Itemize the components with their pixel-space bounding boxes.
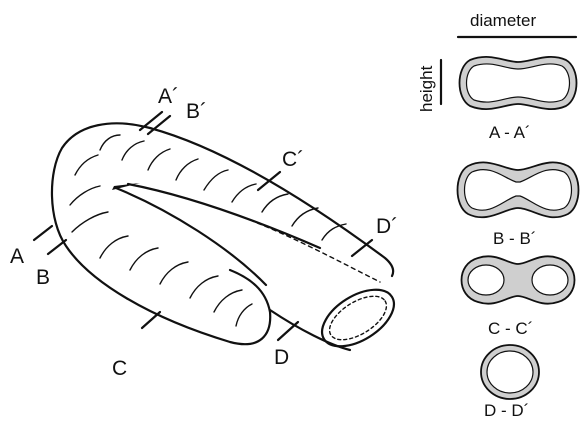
- mark-c-end: C´: [282, 148, 304, 171]
- section-c: [462, 256, 575, 303]
- section-b: [458, 162, 579, 217]
- mark-a-end: A´: [158, 85, 179, 108]
- section-d: [481, 345, 539, 399]
- mark-c-start: C: [112, 357, 127, 380]
- mark-a-start: A: [10, 245, 24, 268]
- caption-b: B - B´: [493, 229, 536, 248]
- rib-marks: [70, 135, 346, 326]
- height-label: height: [417, 65, 436, 112]
- lower-edge: [270, 310, 350, 350]
- mark-b-start: B: [36, 266, 50, 289]
- section-a: [460, 57, 577, 109]
- folded-tube-drawing: A´ B´ A B C´ C D´ D: [10, 85, 404, 380]
- mark-d-end: D´: [376, 215, 398, 238]
- tube-outline: [52, 123, 393, 344]
- open-end-inner: [322, 287, 393, 348]
- caption-a: A - A´: [489, 123, 531, 142]
- caption-d: D - D´: [484, 401, 529, 420]
- caption-c: C - C´: [488, 319, 533, 338]
- diameter-label: diameter: [470, 11, 536, 30]
- fold-line: [116, 188, 266, 285]
- cross-section-panel: diameter height A - A´ B - B´ C - C´ D -…: [417, 11, 579, 420]
- mark-d-start: D: [274, 346, 289, 369]
- mark-b-end: B´: [186, 100, 207, 123]
- dashed-edge: [250, 220, 380, 282]
- open-end-outer: [312, 278, 403, 358]
